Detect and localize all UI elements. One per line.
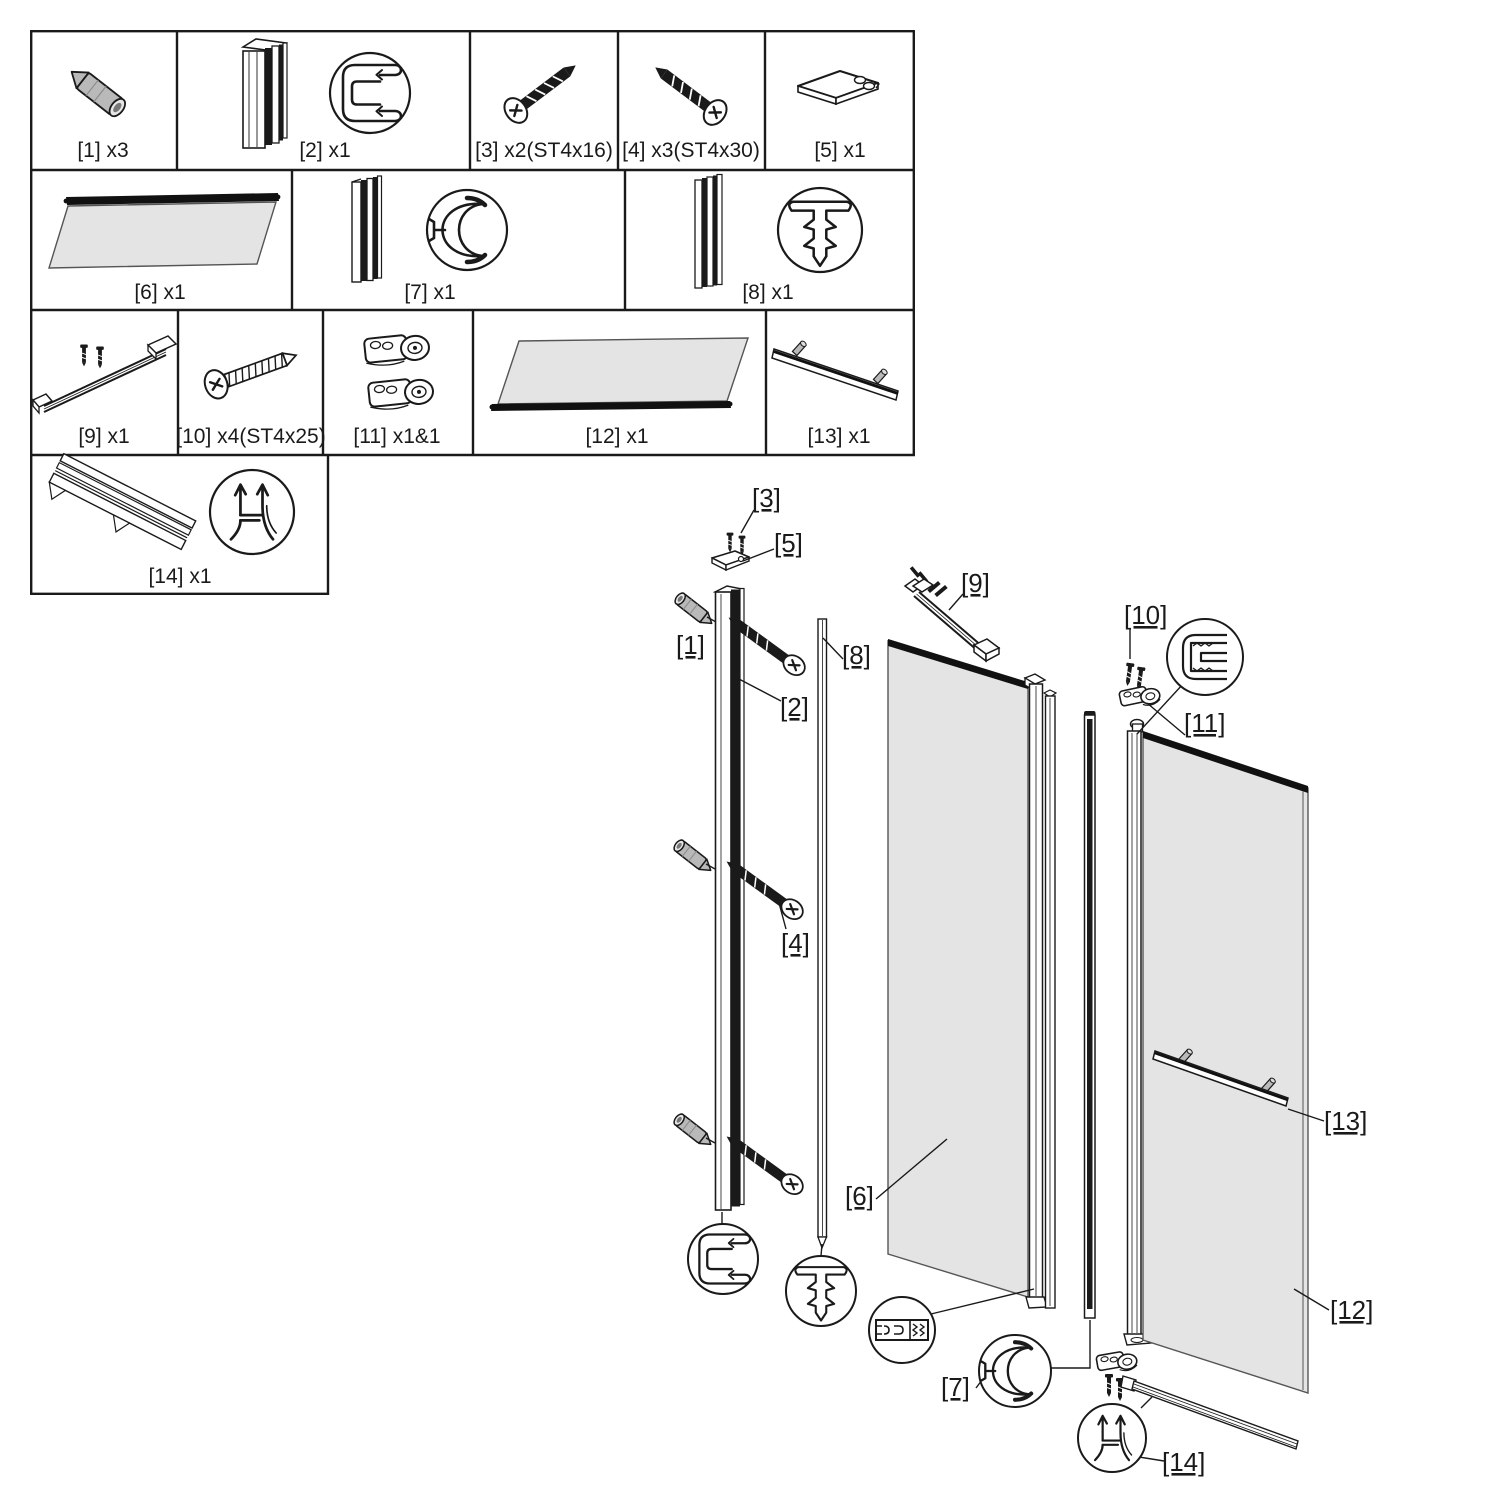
wall-profile-icon (240, 38, 289, 149)
table-cell-11: [11] x1&1 (353, 334, 441, 448)
table-cell-8: [8] x1 (694, 173, 864, 304)
fixed-glass-panel-icon (48, 193, 281, 269)
screw-st4x30-icon (645, 55, 733, 131)
callout-4: [4] (781, 928, 810, 958)
table-cell-10: [10] x4(ST4x25) (176, 352, 326, 448)
support-bar-icon (31, 335, 178, 415)
parts-table: [1] x3 [2] x1 [3] x2(ST4x16) (30, 30, 915, 595)
cover-cap-icon (797, 70, 881, 106)
seal-cross-section-circle (776, 186, 864, 274)
table-cell-4: [4] x3(ST4x30) (622, 55, 760, 162)
seal-strip-part (817, 618, 828, 1250)
detail-circle-c-channel (687, 1223, 759, 1295)
table-cell-14: [14] x1 (48, 452, 296, 588)
support-bar-part (903, 566, 1001, 663)
bottom-pivot-block-part (1095, 1348, 1139, 1402)
table-cell-9: [9] x1 (31, 335, 178, 448)
callout-7: [7] (941, 1372, 970, 1402)
door-hinge-profile-part (1123, 718, 1152, 1346)
table-cell-12: [12] x1 (489, 337, 749, 448)
cell-label-1: [1] x3 (77, 139, 128, 162)
towel-bar-part (1152, 1048, 1289, 1107)
table-grid (30, 30, 915, 595)
cell-label-9: [9] x1 (78, 425, 129, 448)
cell-label-8: [8] x1 (742, 281, 793, 304)
wall-anchors-part (671, 590, 717, 1151)
pivot-profile-cross-section-circle (425, 188, 509, 272)
pivot-block-icon-b (367, 378, 434, 410)
detail-circle-hinge-channel (1166, 618, 1244, 696)
door-panel-part (1142, 731, 1309, 1394)
callout-6: [6] (845, 1181, 874, 1211)
cell-label-4: [4] x3(ST4x30) (622, 139, 760, 162)
cell-label-10: [10] x4(ST4x25) (176, 425, 325, 448)
callout-14: [14] (1162, 1447, 1205, 1477)
cell-label-5: [5] x1 (814, 139, 865, 162)
screw-st4x25-icon (203, 352, 298, 400)
towel-bar-icon (771, 340, 899, 401)
cell-label-11: [11] x1&1 (353, 425, 440, 448)
callout-11: [11] (1184, 708, 1225, 738)
bottom-seal-icon (48, 452, 197, 551)
leader-lines (705, 509, 1330, 1462)
callout-5: [5] (774, 528, 803, 558)
callout-8: [8] (842, 640, 871, 670)
callout-2: [2] (780, 692, 809, 722)
table-cell-6: [6] x1 (48, 193, 281, 304)
table-cell-7: [7] x1 (351, 175, 509, 304)
callout-13: [13] (1324, 1106, 1367, 1136)
cell-label-13: [13] x1 (807, 425, 870, 448)
exploded-view: [1] [2] [3] [4] [5] [6] [7] [8] [9] [10]… (671, 483, 1373, 1477)
callout-3: [3] (752, 483, 781, 513)
table-cell-3: [3] x2(ST4x16) (475, 53, 613, 162)
callout-1: [1] (676, 630, 705, 660)
cell-label-14: [14] x1 (148, 565, 211, 588)
cover-cap-part (711, 550, 750, 572)
fixed-panel-part (887, 639, 1058, 1309)
detail-circle-h-seal (1077, 1403, 1147, 1473)
screw-st4x16-icon (498, 53, 586, 129)
table-cell-1: [1] x3 (70, 70, 129, 162)
callout-10: [10] (1124, 600, 1167, 630)
pivot-profile-icon (351, 175, 383, 283)
detail-circle-frame-profile (868, 1296, 936, 1364)
bottom-seal-cross-section-circle (208, 468, 296, 556)
door-glass-panel-icon (489, 337, 749, 411)
pivot-block-icon-a (363, 334, 430, 366)
callout-12: [12] (1330, 1295, 1373, 1325)
table-cell-5: [5] x1 (797, 70, 881, 162)
detail-circle-c-curve (978, 1334, 1052, 1408)
cell-label-12: [12] x1 (585, 425, 648, 448)
seal-strip-icon (694, 173, 723, 289)
wall-profile-part (712, 585, 745, 1211)
table-cell-13: [13] x1 (771, 340, 899, 448)
table-cell-2: [2] x1 (240, 38, 412, 162)
top-pivot-block-part (1117, 662, 1163, 712)
callout-9: [9] (961, 568, 990, 598)
cell-label-2: [2] x1 (299, 139, 350, 162)
pivot-rod-part (1083, 711, 1096, 1319)
detail-circle-t-seal (785, 1255, 857, 1327)
cell-label-3: [3] x2(ST4x16) (475, 139, 613, 162)
cell-label-6: [6] x1 (134, 281, 185, 304)
bottom-seal-part (1120, 1375, 1299, 1450)
wall-profile-cross-section-circle (328, 51, 412, 135)
wall-anchor-icon (70, 70, 126, 118)
cell-label-7: [7] x1 (404, 281, 455, 304)
